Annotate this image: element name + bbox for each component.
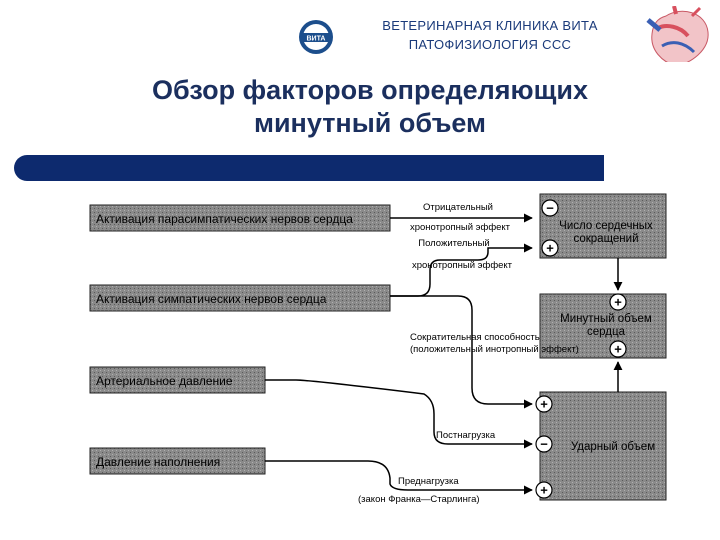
label-frank-starling: (закон Франка—Старлинга) — [358, 494, 480, 505]
label-cardiac-output-1: Минутный объем — [560, 313, 652, 325]
logo-text: ВИТА — [307, 36, 326, 43]
label-preload: Преднагрузка — [398, 476, 459, 487]
left-strip — [0, 0, 62, 540]
label-pos-chrono-1: Положительный — [418, 238, 489, 249]
label-contractility-2: (положительный инотропный эффект) — [410, 344, 579, 355]
clinic-header-text: ВЕТЕРИНАРНАЯ КЛИНИКА ВИТА ПАТОФИЗИОЛОГИЯ… — [350, 16, 630, 54]
label-parasympathetic: Активация парасимпатических нервов сердц… — [96, 212, 353, 226]
label-sympathetic: Активация симпатических нервов сердца — [96, 292, 327, 306]
label-pos-chrono-2: хронотропный эффект — [412, 260, 513, 271]
sign-plus-cardiac-output-bottom: + — [609, 340, 627, 358]
label-filling-pressure: Давление наполнения — [96, 455, 220, 469]
svg-text:−: − — [546, 201, 554, 216]
input-box-arterial-pressure: Артериальное давление — [89, 366, 266, 394]
output-box-cardiac-output: Минутный объем сердца — [539, 293, 667, 359]
title-divider-bar — [14, 155, 604, 181]
input-box-sympathetic: Активация симпатических нервов сердца — [89, 284, 391, 312]
sign-minus-heart-rate: − — [541, 199, 559, 217]
svg-text:+: + — [546, 241, 554, 256]
label-stroke-volume: Ударный объем — [571, 441, 655, 453]
edge-arterial-to-stroke-volume: Постнагрузка — [265, 379, 533, 449]
svg-text:−: − — [540, 437, 548, 452]
edge-parasympathetic-to-heart-rate: Отрицательный хронотропный эффект — [390, 202, 533, 233]
clinic-logo: ВИТА — [299, 20, 333, 54]
edge-sympathetic-to-heart-rate: Положительный хронотропный эффект — [390, 238, 533, 297]
label-contractility-1: Сократительная способность — [410, 332, 540, 343]
label-cardiac-output-2: сердца — [587, 326, 626, 338]
svg-text:+: + — [540, 483, 548, 498]
edge-sympathetic-to-stroke-volume: Сократительная способность (положительны… — [390, 295, 579, 409]
heart-illustration — [646, 6, 709, 67]
label-neg-chrono-1: Отрицательный — [423, 202, 493, 213]
output-box-stroke-volume: Ударный объем — [539, 391, 667, 501]
input-box-filling-pressure: Давление наполнения — [89, 447, 266, 475]
page-title: Обзор факторов определяющих минутный объ… — [60, 74, 680, 140]
sign-plus-cardiac-output-top: + — [609, 293, 627, 311]
sign-plus-stroke-volume-bottom: + — [535, 481, 553, 499]
title-line-1: Обзор факторов определяющих — [152, 75, 588, 105]
svg-text:+: + — [614, 295, 622, 310]
clinic-subtitle: ПАТОФИЗИОЛОГИЯ ССС — [408, 37, 572, 52]
svg-text:+: + — [540, 397, 548, 412]
clinic-name: ВЕТЕРИНАРНАЯ КЛИНИКА ВИТА — [382, 18, 598, 33]
sign-plus-stroke-volume-top: + — [535, 395, 553, 413]
svg-text:+: + — [614, 342, 622, 357]
title-line-2: минутный объем — [253, 108, 487, 138]
label-arterial-pressure: Артериальное давление — [96, 374, 233, 388]
edge-filling-to-stroke-volume: Преднагрузка (закон Франка—Старлинга) — [265, 460, 533, 505]
output-box-heart-rate: Число сердечных сокращений — [539, 193, 667, 259]
sign-minus-stroke-volume: − — [535, 435, 553, 453]
cardiac-output-diagram: Активация парасимпатических нервов сердц… — [89, 193, 667, 505]
label-heart-rate-1: Число сердечных — [559, 220, 653, 232]
sign-plus-heart-rate: + — [541, 239, 559, 257]
input-box-parasympathetic: Активация парасимпатических нервов сердц… — [89, 204, 391, 232]
label-heart-rate-2: сокращений — [573, 233, 638, 245]
label-afterload: Постнагрузка — [436, 430, 496, 441]
label-neg-chrono-2: хронотропный эффект — [410, 222, 511, 233]
